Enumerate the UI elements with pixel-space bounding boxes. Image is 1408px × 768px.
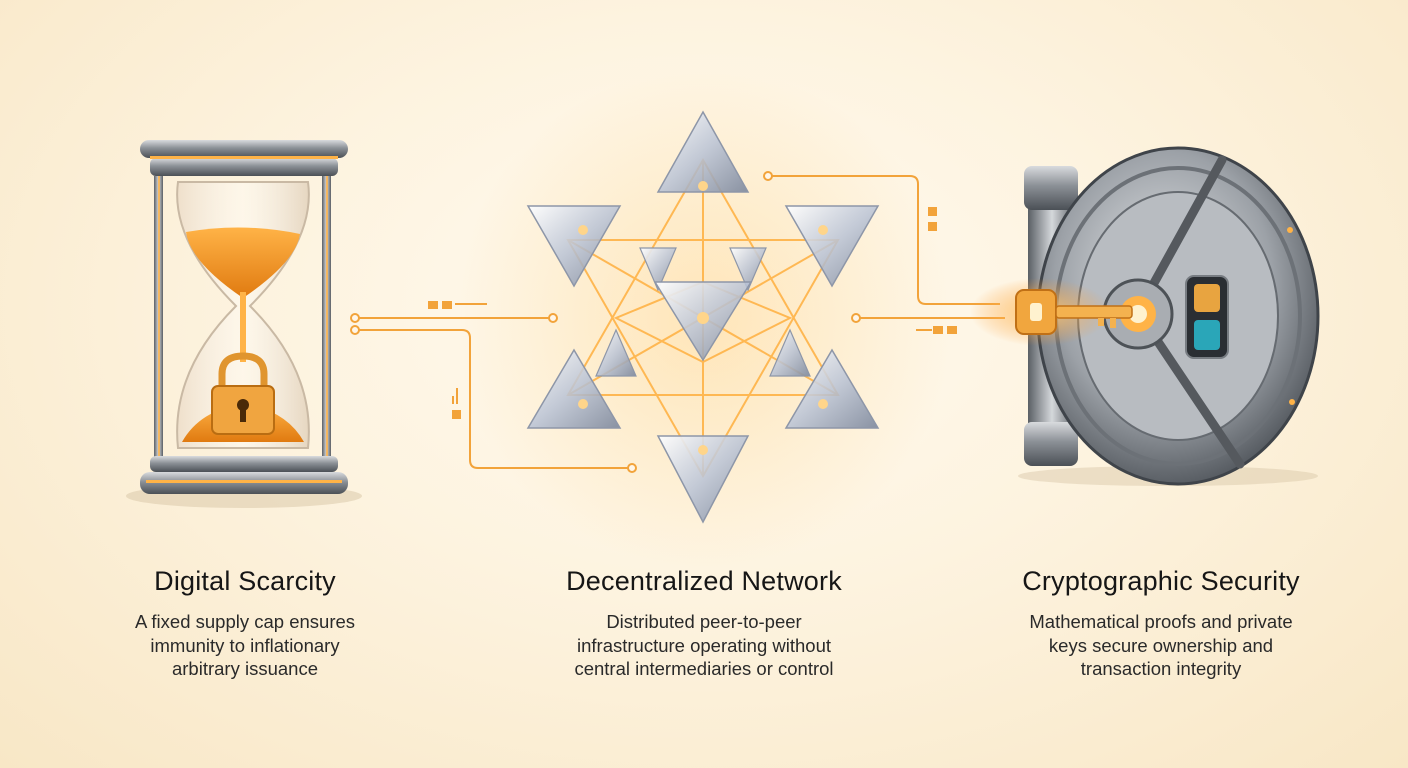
feature-description-digital-scarcity: A fixed supply cap ensures immunity to i… (65, 610, 425, 681)
feature-title-cryptographic-security: Cryptographic Security (1022, 566, 1300, 596)
description-line: infrastructure operating without (577, 634, 831, 656)
vault-key-icon (970, 146, 1320, 486)
circuit-nodes (350, 171, 861, 473)
crystal-network-icon (526, 110, 880, 524)
description-line: transaction integrity (1080, 658, 1242, 679)
description-line: A fixed supply cap ensures (134, 611, 356, 632)
description-line: central intermediaries or control (574, 658, 834, 679)
feature-title-digital-scarcity: Digital Scarcity (154, 566, 336, 596)
feature-description-cryptographic-security: Mathematical proofs and private keys sec… (981, 610, 1341, 681)
feature-title-decentralized-network: Decentralized Network (566, 566, 842, 596)
description-line: Mathematical proofs and private (1029, 611, 1293, 632)
description-line: Distributed peer-to-peer (606, 611, 802, 632)
hourglass-lock-icon (126, 140, 362, 508)
circuit-chips (428, 207, 957, 419)
feature-description-decentralized-network: Distributed peer-to-peer infrastructure … (524, 610, 884, 681)
description-line: immunity to inflationary (150, 634, 340, 656)
description-line: keys secure ownership and (1048, 634, 1274, 656)
description-line: arbitrary issuance (171, 658, 318, 679)
